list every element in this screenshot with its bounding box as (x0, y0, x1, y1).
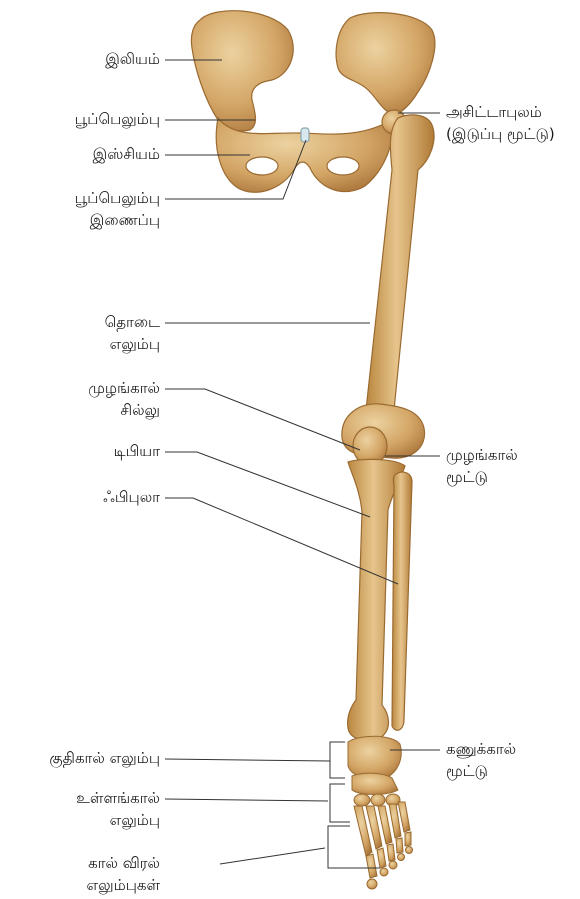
label-pubic-symphysis-line2: இணைப்பு (40, 210, 160, 231)
label-pubis: பூப்பெலும்பு (40, 109, 160, 130)
label-patella-line2: சில்லு (40, 400, 160, 421)
label-pubic-symphysis-line1: பூப்பெலும்பு (40, 188, 160, 209)
ilium-right (336, 13, 435, 115)
label-tarsals: குதிகால் எலும்பு (0, 748, 160, 769)
ilium-left (191, 11, 293, 131)
label-acetabulum-line1: அசிட்டாபுலம் (446, 102, 542, 123)
foot-bones (348, 736, 413, 889)
label-phalanges-line2: எலும்புகள் (20, 875, 160, 896)
label-fibula: ஃபிபுலா (40, 487, 160, 508)
label-metatarsals-line1: உள்ளங்கால் (20, 788, 160, 809)
label-knee-joint-line2: மூட்டு (446, 467, 488, 488)
label-ilium: இலியம் (40, 49, 160, 70)
label-ankle-joint-line1: கணுக்கால் (446, 739, 516, 760)
label-metatarsals-line2: எலும்பு (20, 810, 160, 831)
label-patella-line1: முழங்கால் (40, 378, 160, 399)
label-ischium: இஸ்சியம் (40, 144, 160, 165)
label-femur-line2: எலும்பு (40, 334, 160, 355)
label-ankle-joint-line2: மூட்டு (446, 761, 488, 782)
pubic-symphysis-cartilage (301, 128, 309, 142)
label-tibia: டிபியா (40, 441, 160, 462)
label-femur-line1: தொடை (40, 312, 160, 333)
label-knee-joint-line1: முழங்கால் (446, 445, 518, 466)
fibula (392, 472, 412, 730)
label-phalanges-line1: கால் விரல் (20, 853, 160, 874)
label-acetabulum-line2: (இடுப்பு மூட்டு) (446, 124, 555, 145)
